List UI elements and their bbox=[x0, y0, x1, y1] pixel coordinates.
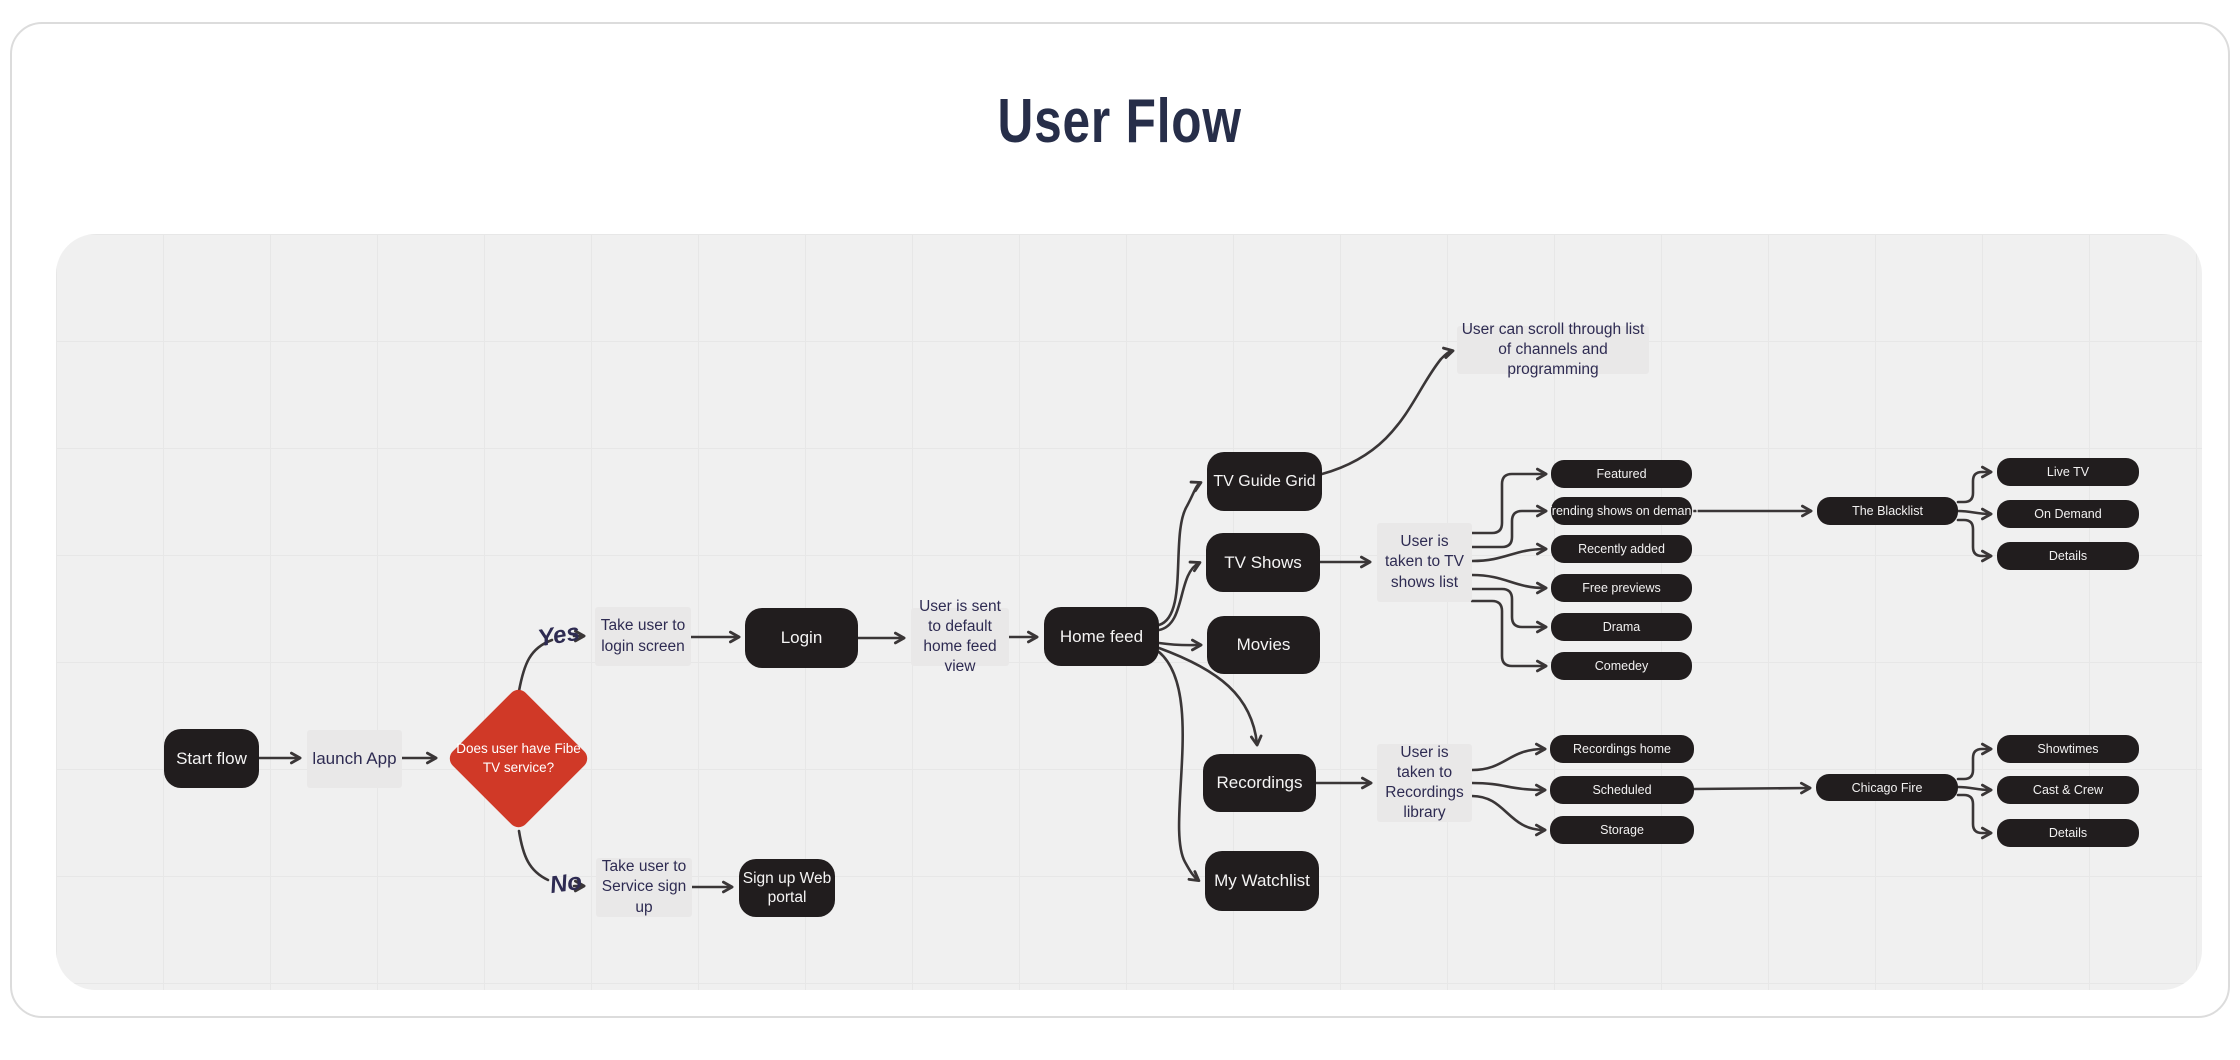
page-title: User Flow bbox=[12, 86, 2228, 157]
flowchart-canvas[interactable]: Start flow launch App Does user have Fib… bbox=[56, 234, 2202, 990]
movies-node[interactable]: Movies bbox=[1207, 616, 1320, 674]
tv-category-pill-free-previews[interactable]: Free previews bbox=[1551, 574, 1692, 602]
the-blacklist-node[interactable]: The Blacklist bbox=[1817, 497, 1958, 525]
recordings-library-note[interactable]: User is taken to Recordings library bbox=[1377, 744, 1472, 822]
no-branch-label: No bbox=[548, 867, 584, 900]
recording-section-storage[interactable]: Storage bbox=[1550, 816, 1694, 844]
tv-category-pill-drama[interactable]: Drama bbox=[1551, 613, 1692, 641]
blacklist-option-on-demand[interactable]: On Demand bbox=[1997, 500, 2139, 528]
tv-category-pill-featured[interactable]: Featured bbox=[1551, 460, 1692, 488]
sent-home-note[interactable]: User is sent to default home feed view bbox=[911, 598, 1009, 675]
chicago-option-details[interactable]: Details bbox=[1997, 819, 2139, 847]
chicago-fire-node[interactable]: Chicago Fire bbox=[1816, 774, 1958, 801]
decision-diamond[interactable]: Does user have Fibe TV service? bbox=[445, 685, 592, 832]
login-node[interactable]: Login bbox=[745, 608, 858, 668]
start-node[interactable]: Start flow bbox=[164, 729, 259, 788]
chicago-option-cast-crew[interactable]: Cast & Crew bbox=[1997, 776, 2139, 804]
recordings-node[interactable]: Recordings bbox=[1203, 754, 1316, 812]
tv-shows-list-note[interactable]: User is taken to TV shows list bbox=[1377, 523, 1472, 602]
connector-paths bbox=[257, 346, 1993, 894]
blacklist-option-live-tv[interactable]: Live TV bbox=[1997, 458, 2139, 486]
launch-app-node[interactable]: launch App bbox=[307, 730, 402, 788]
decision-text: Does user have Fibe TV service? bbox=[456, 741, 581, 775]
my-watchlist-node[interactable]: My Watchlist bbox=[1205, 851, 1319, 911]
take-login-note[interactable]: Take user to login screen bbox=[595, 607, 691, 666]
flow-card: User Flow bbox=[10, 22, 2230, 1018]
signup-portal-node[interactable]: Sign up Web portal bbox=[739, 859, 835, 917]
chicago-option-showtimes[interactable]: Showtimes bbox=[1997, 735, 2139, 763]
tv-category-pill-recently-added[interactable]: Recently added bbox=[1551, 535, 1692, 563]
take-service-note[interactable]: Take user to Service sign up bbox=[596, 858, 692, 917]
tv-guide-grid-node[interactable]: TV Guide Grid bbox=[1207, 452, 1322, 511]
page-title-text: User Flow bbox=[997, 87, 1243, 156]
scroll-note[interactable]: User can scroll through list of channels… bbox=[1457, 321, 1649, 378]
recording-section-home[interactable]: Recordings home bbox=[1550, 735, 1694, 763]
tv-category-pill-trending[interactable]: Trending shows on demand bbox=[1545, 497, 1698, 525]
blacklist-option-details[interactable]: Details bbox=[1997, 542, 2139, 570]
home-feed-node[interactable]: Home feed bbox=[1044, 607, 1159, 666]
recording-section-scheduled[interactable]: Scheduled bbox=[1550, 776, 1694, 804]
tv-shows-node[interactable]: TV Shows bbox=[1206, 533, 1320, 592]
tv-category-pill-comedy[interactable]: Comedey bbox=[1551, 652, 1692, 680]
connectors-layer bbox=[257, 346, 1993, 894]
